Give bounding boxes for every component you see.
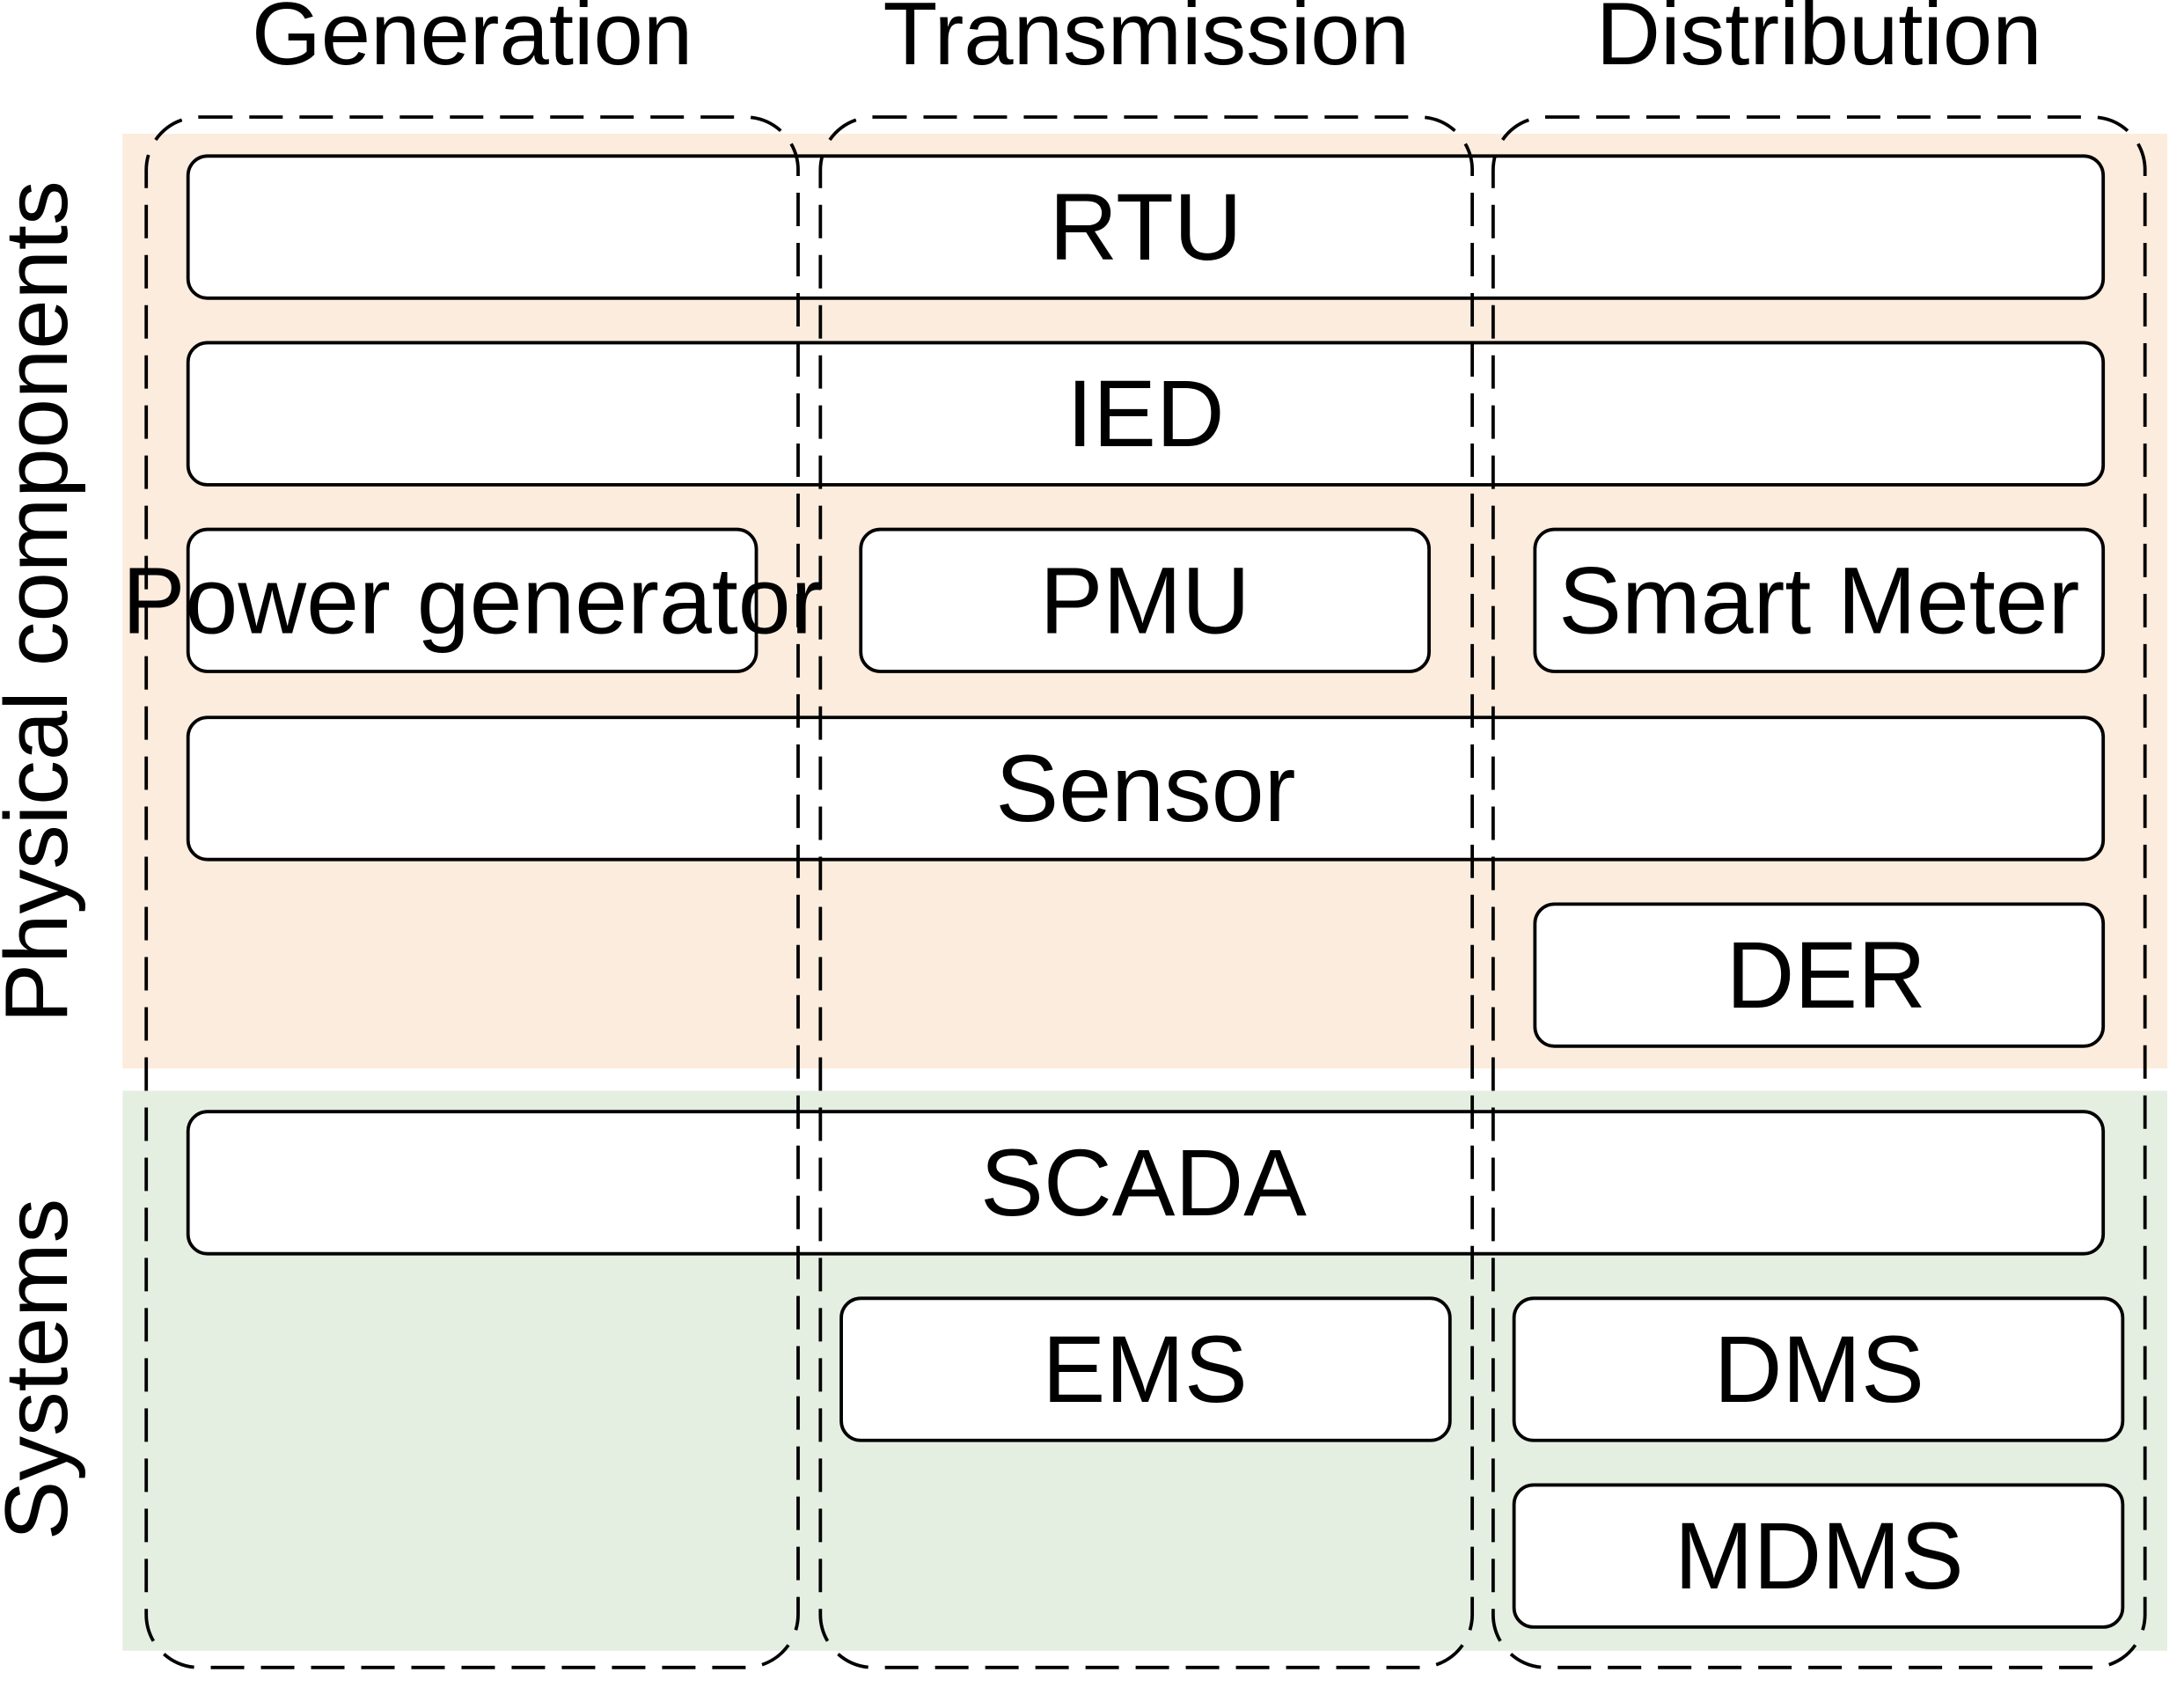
box-rtu: RTU xyxy=(186,154,2106,300)
box-ied-frame xyxy=(186,341,2106,487)
row-label-physical-components: Physical components xyxy=(0,180,86,1023)
box-power-generator: Power generator xyxy=(122,527,823,673)
box-der-frame xyxy=(1533,902,2106,1048)
box-ems: EMS xyxy=(839,1296,1452,1442)
box-dms: DMS xyxy=(1512,1296,2125,1442)
box-smart-meter-frame xyxy=(1533,527,2106,673)
box-ems-label: EMS xyxy=(1043,1317,1248,1422)
box-mdms-frame xyxy=(1512,1483,2125,1629)
box-ems-frame xyxy=(839,1296,1452,1442)
column-header-distribution: Distribution xyxy=(1596,0,2042,84)
box-mdms-label: MDMS xyxy=(1675,1503,1964,1609)
box-pmu-label: PMU xyxy=(1040,547,1250,653)
box-power-generator-label: Power generator xyxy=(122,547,823,653)
box-sensor-frame xyxy=(186,715,2106,862)
column-outline-distribution xyxy=(1491,115,2147,1669)
box-rtu-frame xyxy=(186,154,2106,300)
box-pmu: PMU xyxy=(859,527,1431,673)
row-label-systems: Systems xyxy=(0,1199,86,1540)
box-pmu-frame xyxy=(859,527,1431,673)
box-scada: SCADA xyxy=(186,1110,2106,1256)
box-power-generator-frame xyxy=(186,527,759,673)
box-dms-frame xyxy=(1512,1296,2125,1442)
box-dms-label: DMS xyxy=(1714,1317,1924,1422)
box-sensor: Sensor xyxy=(186,715,2106,862)
box-ied-label: IED xyxy=(1066,361,1224,466)
box-scada-frame xyxy=(186,1110,2106,1256)
column-header-generation: Generation xyxy=(252,0,693,84)
column-outline-generation xyxy=(144,115,800,1669)
box-rtu-label: RTU xyxy=(1049,174,1242,280)
box-ied: IED xyxy=(186,341,2106,487)
box-sensor-label: Sensor xyxy=(995,736,1295,841)
box-scada-label: SCADA xyxy=(980,1130,1307,1236)
column-outline-transmission xyxy=(818,115,1475,1669)
box-mdms: MDMS xyxy=(1512,1483,2125,1629)
box-smart-meter: Smart Meter xyxy=(1533,527,2106,673)
column-header-transmission: Transmission xyxy=(883,0,1410,84)
box-der: DER xyxy=(1533,902,2106,1048)
box-der-label: DER xyxy=(1726,922,1926,1028)
box-smart-meter-label: Smart Meter xyxy=(1558,547,2079,653)
